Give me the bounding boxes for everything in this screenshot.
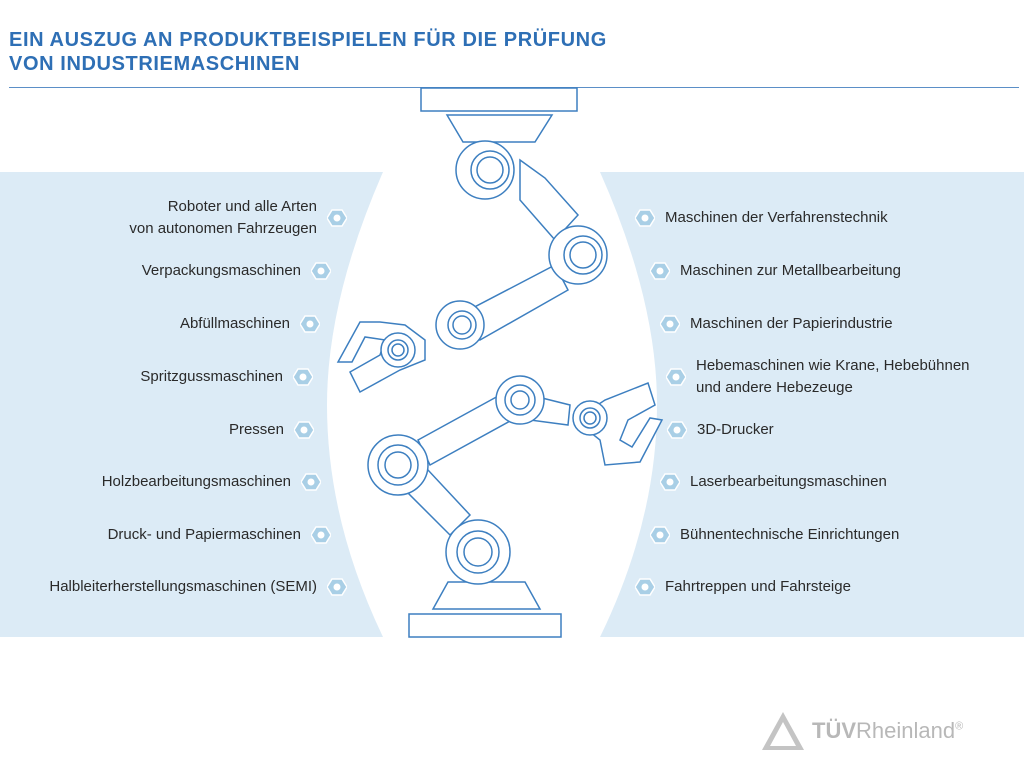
list-item: Maschinen der Verfahrenstechnik — [665, 207, 888, 229]
list-item: Verpackungsmaschinen — [142, 260, 301, 282]
hex-nut-icon — [299, 314, 321, 334]
list-item-text: Verpackungsmaschinen — [141, 262, 301, 279]
list-item-text: Spritzgussmaschinen — [140, 368, 283, 385]
tuv-rheinland-logo: TÜVRheinland® — [760, 710, 963, 752]
list-item-text: Maschinen der Verfahrenstechnik — [665, 209, 888, 226]
title-line-1: EIN AUSZUG AN PRODUKTBEISPIELEN FÜR DIE … — [9, 29, 607, 51]
list-item-text: Laserbearbeitungsmaschinen — [690, 473, 887, 490]
list-item: Druck- und Papiermaschinen — [108, 524, 301, 546]
bottom-joint-housing — [431, 581, 542, 610]
hex-nut-icon — [326, 577, 348, 597]
logo-bold-text: TÜV — [812, 718, 856, 743]
hex-nut-icon — [659, 472, 681, 492]
forearm — [463, 263, 569, 342]
hex-nut-icon — [634, 208, 656, 228]
list-item: Abfüllmaschinen — [180, 313, 290, 335]
list-item: Maschinen zur Metallbearbeitung — [680, 260, 901, 282]
hex-nut-icon — [666, 420, 688, 440]
list-item-text: Maschinen der Papierindustrie — [690, 315, 893, 332]
title-line-2: VON INDUSTRIEMASCHINEN — [9, 53, 300, 75]
list-item: Bühnentechnische Einrichtungen — [680, 524, 899, 546]
list-item: Maschinen der Papierindustrie — [690, 313, 893, 335]
list-item-text: und andere Hebezeuge — [696, 379, 853, 396]
hex-nut-icon — [326, 208, 348, 228]
hex-nut-icon — [310, 261, 332, 281]
list-item-text: Druck- und Papiermaschinen — [107, 526, 301, 543]
list-item: Hebemaschinen wie Krane, Hebebühnen und a… — [696, 355, 970, 399]
tuv-logo-triangle-icon — [762, 712, 804, 750]
list-item: 3D-Drucker — [697, 419, 774, 441]
list-item: Halbleiterherstellungsmaschinen (SEMI) — [49, 576, 317, 598]
hex-nut-icon — [649, 261, 671, 281]
hex-nut-icon — [293, 420, 315, 440]
top-joint-housing — [445, 114, 554, 143]
list-item-text: Holzbearbeitungsmaschinen — [101, 473, 291, 490]
hex-nut-icon — [659, 314, 681, 334]
list-item-text: Bühnentechnische Einrichtungen — [680, 526, 900, 543]
hex-nut-icon — [292, 367, 314, 387]
logo-registered-mark: ® — [955, 720, 964, 733]
top-mount — [420, 87, 578, 112]
list-item-text: Fahrtreppen und Fahrsteige — [665, 578, 851, 595]
list-item-text: von autonomen Fahrzeugen — [129, 220, 317, 237]
list-item: Holzbearbeitungsmaschinen — [102, 471, 291, 493]
hex-nut-icon — [634, 577, 656, 597]
list-item-text: Hebemaschinen wie Krane, Hebebühnen — [696, 357, 970, 374]
hex-nut-icon — [649, 525, 671, 545]
lower-gripper — [573, 382, 664, 466]
bottom-mount — [408, 613, 562, 638]
list-item: Spritzgussmaschinen — [140, 366, 283, 388]
logo-text: Rheinland — [856, 718, 956, 743]
list-item: Pressen — [229, 419, 284, 441]
hex-nut-icon — [310, 525, 332, 545]
list-item-text: Maschinen zur Metallbearbeitung — [680, 262, 901, 279]
list-item: Roboter und alle Arten von autonomen Fahr… — [129, 196, 317, 240]
list-item-text: Abfüllmaschinen — [179, 315, 290, 332]
list-item: Fahrtreppen und Fahrsteige — [665, 576, 851, 598]
upper-arm — [519, 158, 580, 242]
list-item-text: Roboter und alle Arten — [167, 198, 317, 215]
page-title: EIN AUSZUG AN PRODUKTBEISPIELEN FÜR DIE … — [9, 28, 607, 76]
hex-nut-icon — [300, 472, 322, 492]
list-item-text: Pressen — [228, 421, 284, 438]
list-item-text: Halbleiterherstellungsmaschinen (SEMI) — [49, 578, 317, 595]
hex-nut-icon — [665, 367, 687, 387]
list-item: Laserbearbeitungsmaschinen — [690, 471, 887, 493]
list-item-text: 3D-Drucker — [697, 421, 774, 438]
